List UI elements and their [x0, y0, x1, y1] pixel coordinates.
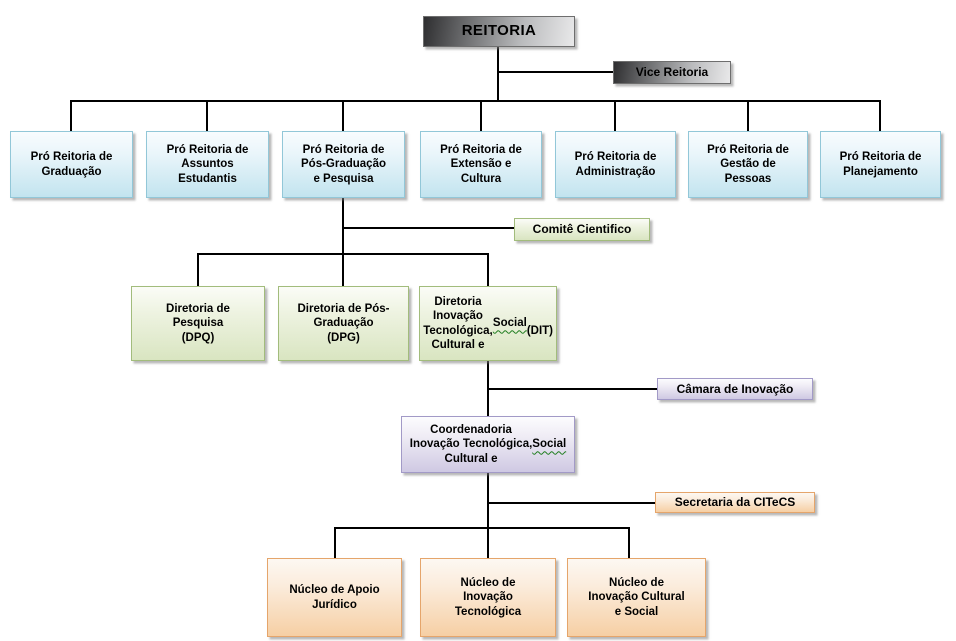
org-node-pro-reitoria-extensao-cultura: Pró Reitoria de Extensão e Cultura — [420, 131, 542, 198]
connector-line — [497, 71, 613, 73]
org-node-reitoria: REITORIA — [423, 16, 575, 47]
org-node-diretoria-pos-graduacao-dpg: Diretoria de Pós- Graduação (DPG) — [278, 286, 409, 361]
org-node-camara-inovacao: Câmara de Inovação — [657, 378, 813, 400]
connector-line — [480, 100, 482, 131]
connector-line — [334, 527, 336, 558]
connector-line — [334, 527, 629, 529]
connector-line — [70, 100, 72, 131]
connector-line — [628, 527, 630, 558]
connector-line — [206, 100, 208, 131]
org-node-nucleo-apoio-juridico: Núcleo de Apoio Jurídico — [267, 558, 402, 637]
connector-line — [879, 100, 881, 131]
org-node-coordenadoria-citecs: Coordenadoria Inovação Tecnológica, Cult… — [401, 416, 575, 473]
org-node-pro-reitoria-planejamento: Pró Reitoria de Planejamento — [820, 131, 941, 198]
connector-line — [487, 253, 489, 286]
org-node-pro-reitoria-graduacao: Pró Reitoria de Graduação — [10, 131, 133, 198]
connector-line — [487, 502, 655, 504]
org-node-pro-reitoria-assuntos-estudantis: Pró Reitoria de Assuntos Estudantis — [146, 131, 269, 198]
connector-line — [342, 198, 344, 286]
org-node-nucleo-inovacao-tecnologica: Núcleo de Inovação Tecnológica — [420, 558, 556, 637]
connector-line — [487, 527, 489, 558]
connector-line — [487, 473, 489, 529]
org-node-nucleo-inovacao-cultural-social: Núcleo de Inovação Cultural e Social — [567, 558, 706, 637]
org-node-diretoria-pesquisa-dpq: Diretoria de Pesquisa (DPQ) — [131, 286, 265, 361]
connector-line — [197, 253, 199, 286]
connector-line — [747, 100, 749, 131]
org-node-pro-reitoria-administracao: Pró Reitoria de Administração — [555, 131, 676, 198]
org-node-comite-cientifico: Comitê Cientifico — [514, 218, 650, 241]
connector-line — [197, 253, 489, 255]
org-node-secretaria-citecs: Secretaria da CITeCS — [655, 492, 815, 513]
org-node-diretoria-inovacao-dit: Diretoria Inovação Tecnológica, Cultural… — [419, 286, 557, 361]
org-node-pro-reitoria-pos-graduacao-pesquisa: Pró Reitoria de Pós-Graduação e Pesquisa — [282, 131, 405, 198]
connector-line — [614, 100, 616, 131]
connector-line — [342, 227, 514, 229]
connector-line — [497, 47, 499, 102]
connector-line — [487, 388, 657, 390]
connector-line — [342, 100, 344, 131]
org-node-pro-reitoria-gestao-pessoas: Pró Reitoria de Gestão de Pessoas — [688, 131, 808, 198]
connector-line — [70, 100, 881, 102]
org-node-vice-reitoria: Vice Reitoria — [613, 61, 731, 84]
